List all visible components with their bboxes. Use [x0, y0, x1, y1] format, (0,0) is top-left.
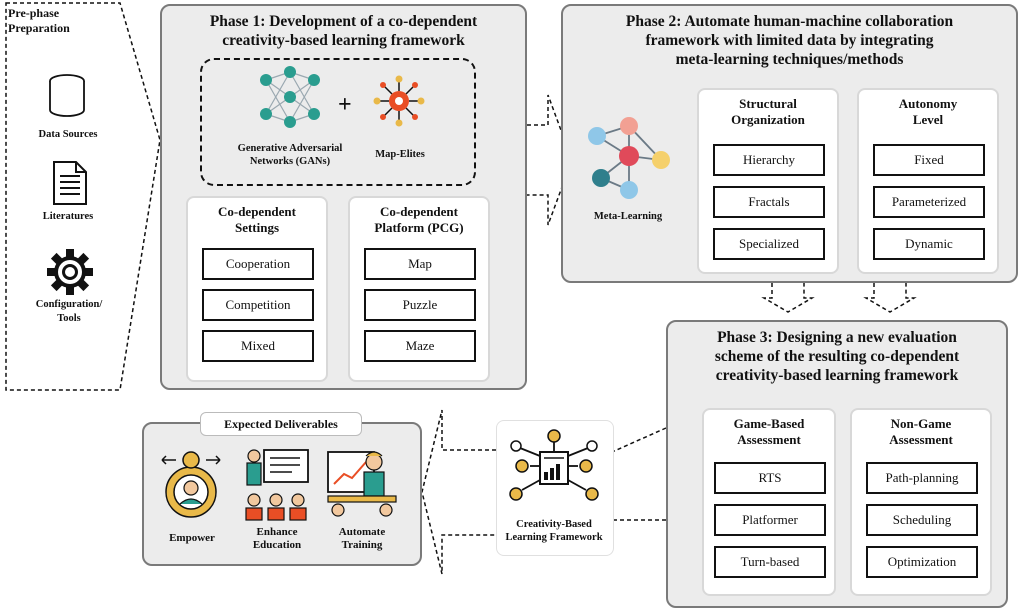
phase3-title: Phase 3: Designing a new evaluation sche… — [714, 329, 960, 384]
phase1-panel: Phase 1: Development of a co-dependent c… — [160, 4, 527, 390]
gan-label: Generative Adversarial Networks (GANs) — [237, 143, 343, 167]
autonomy-card: Autonomy Level Fixed Parameterized Dynam… — [857, 88, 999, 274]
platform-item-maze: Maze — [364, 330, 476, 362]
game-assessment-title: Game-Based Assessment — [733, 416, 805, 447]
settings-card: Co-dependent Settings Cooperation Compet… — [186, 196, 328, 382]
framework-label: Creativity-Based Learning Framework — [505, 519, 603, 543]
phase1-methods-box — [200, 58, 476, 186]
training-icon — [327, 451, 397, 517]
game-item-turn-based: Turn-based — [714, 546, 826, 578]
autonomy-item-fixed: Fixed — [873, 144, 985, 176]
phase3-panel: Phase 3: Designing a new evaluation sche… — [666, 320, 1008, 608]
deliverable-automate-training: Automate Training — [338, 526, 386, 551]
plus-sign: + — [338, 92, 352, 118]
deliverables-title: Expected Deliverables — [200, 412, 362, 436]
nongame-item-path-planning: Path-planning — [866, 462, 978, 494]
game-item-rts: RTS — [714, 462, 826, 494]
autonomy-item-parameterized: Parameterized — [873, 186, 985, 218]
game-item-platformer: Platformer — [714, 504, 826, 536]
document-icon — [53, 161, 87, 205]
settings-item-mixed: Mixed — [202, 330, 314, 362]
platform-item-puzzle: Puzzle — [364, 289, 476, 321]
education-icon — [245, 449, 309, 521]
database-icon — [49, 74, 85, 117]
settings-title: Co-dependent Settings — [217, 204, 296, 235]
phase2-title: Phase 2: Automate human-machine collabor… — [625, 13, 954, 68]
meta-learning-label: Meta-Learning — [593, 211, 663, 222]
framework-icon — [509, 429, 599, 501]
meta-learning-icon — [588, 117, 670, 199]
structural-card: Structural Organization Hierarchy Fracta… — [697, 88, 839, 274]
deliverable-empower: Empower — [169, 532, 215, 544]
autonomy-title: Autonomy Level — [898, 96, 958, 127]
nongame-assessment-card: Non-Game Assessment Path-planning Schedu… — [850, 408, 992, 596]
map-elites-icon — [373, 75, 425, 127]
map-elites-label: Map-Elites — [375, 149, 425, 160]
gear-icon — [47, 249, 93, 295]
phase2-panel: Phase 2: Automate human-machine collabor… — [561, 4, 1018, 283]
nongame-item-scheduling: Scheduling — [866, 504, 978, 536]
prephase-item-configuration: Configuration/ Tools — [35, 299, 103, 324]
phase1-title: Phase 1: Development of a co-dependent c… — [209, 13, 478, 49]
deliverable-enhance-education: Enhance Education — [252, 526, 302, 551]
platform-card: Co-dependent Platform (PCG) Map Puzzle M… — [348, 196, 490, 382]
prephase-item-literatures: Literatures — [42, 211, 94, 222]
structural-title: Structural Organization — [731, 96, 805, 127]
prephase-title: Pre-phase Preparation — [8, 6, 70, 35]
structural-item-fractals: Fractals — [713, 186, 825, 218]
platform-title: Co-dependent Platform (PCG) — [374, 204, 464, 235]
structural-item-specialized: Specialized — [713, 228, 825, 260]
game-assessment-card: Game-Based Assessment RTS Platformer Tur… — [702, 408, 836, 596]
settings-item-cooperation: Cooperation — [202, 248, 314, 280]
nongame-item-optimization: Optimization — [866, 546, 978, 578]
neural-network-icon — [260, 66, 320, 128]
structural-item-hierarchy: Hierarchy — [713, 144, 825, 176]
empower-icon — [161, 451, 221, 518]
autonomy-item-dynamic: Dynamic — [873, 228, 985, 260]
settings-item-competition: Competition — [202, 289, 314, 321]
nongame-assessment-title: Non-Game Assessment — [889, 416, 953, 447]
platform-item-map: Map — [364, 248, 476, 280]
prephase-item-data-sources: Data Sources — [38, 129, 98, 140]
